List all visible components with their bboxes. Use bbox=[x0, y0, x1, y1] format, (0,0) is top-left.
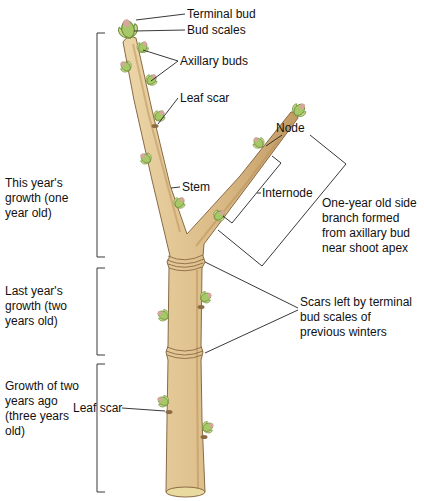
terminal-bud bbox=[116, 17, 139, 40]
part-label: This year's growth (one year old) bbox=[5, 176, 89, 221]
axillary-bud bbox=[155, 393, 171, 409]
part-label: Bud scales bbox=[187, 23, 307, 38]
part-label: Node bbox=[276, 121, 326, 136]
bud-scale-scars bbox=[166, 255, 204, 359]
leaf-scars bbox=[152, 124, 208, 439]
axillary-bud bbox=[117, 58, 134, 75]
axillary-bud bbox=[250, 134, 267, 151]
cut-face bbox=[166, 487, 205, 497]
axillary-bud bbox=[171, 194, 188, 211]
axillary-bud bbox=[137, 150, 154, 167]
part-label: One-year old side branch formed from axi… bbox=[322, 196, 422, 256]
part-label: Leaf scar bbox=[180, 91, 280, 106]
part-label: Internode bbox=[262, 186, 322, 201]
part-label: Leaf scar bbox=[73, 401, 133, 416]
leader-lines bbox=[122, 14, 298, 411]
buds bbox=[116, 17, 309, 435]
axillary-bud bbox=[143, 71, 160, 88]
axillary-bud bbox=[211, 207, 228, 224]
axillary-bud bbox=[200, 419, 216, 435]
part-label: Terminal bud bbox=[187, 7, 307, 22]
axillary-bud bbox=[198, 289, 214, 305]
part-label: Stem bbox=[182, 180, 232, 195]
terminal-bud bbox=[290, 99, 310, 119]
part-label: Last year's growth (two years old) bbox=[5, 284, 89, 329]
axillary-bud bbox=[155, 307, 171, 323]
part-label: Axillary buds bbox=[180, 54, 300, 69]
part-label: Scars left by terminal bud scales of pre… bbox=[300, 295, 418, 340]
brackets bbox=[97, 33, 346, 492]
twig-stem bbox=[123, 37, 298, 492]
axillary-bud bbox=[135, 39, 151, 55]
